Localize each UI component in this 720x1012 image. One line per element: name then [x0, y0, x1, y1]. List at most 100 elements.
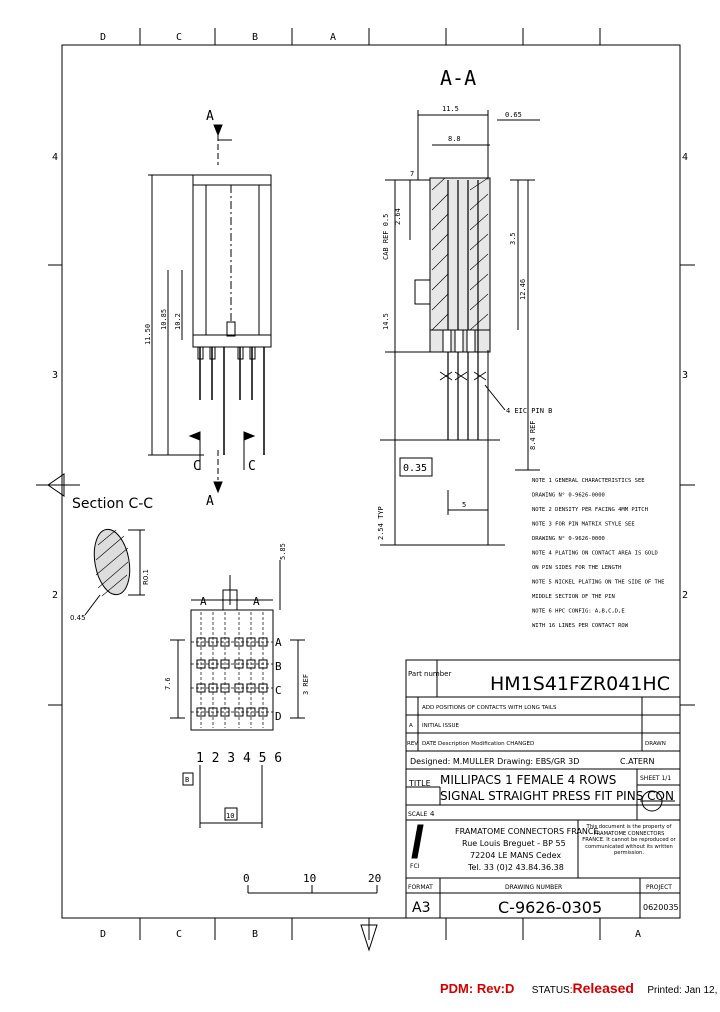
pin-contact — [234, 637, 244, 647]
border-top-label: D — [100, 32, 106, 43]
pin-contact — [234, 659, 244, 669]
company-address-2: 72204 LE MANS Cedex — [470, 851, 561, 860]
drawing-number-label: DRAWING NUMBER — [505, 884, 562, 891]
section-aa-title: A-A — [440, 66, 476, 90]
part-number-label: Part number — [408, 670, 451, 678]
status-value: Released — [572, 980, 634, 996]
note-line: MIDDLE SECTION OF THE PIN — [532, 594, 615, 600]
pin-contact — [246, 707, 256, 717]
border-bottom-label: D — [100, 929, 106, 940]
project-label: PROJECT — [646, 884, 672, 891]
section-a-label-bottom: A — [206, 494, 214, 509]
aa-dim: 0.65 — [505, 111, 522, 119]
section-a-label-top: A — [206, 109, 214, 124]
border-right-label: 2 — [682, 590, 688, 601]
pin-contact — [246, 637, 256, 647]
pin-contact — [208, 637, 218, 647]
scale-bar — [247, 885, 378, 894]
bottom-view — [170, 560, 305, 828]
bottom-row-letter-c: C — [275, 684, 282, 697]
scale-tick-20: 20 — [368, 872, 381, 885]
pin-contact — [208, 707, 218, 717]
title-line-2: SIGNAL STRAIGHT PRESS FIT PINS CON — [440, 789, 674, 803]
format-value: A3 — [412, 900, 430, 916]
note-line: DRAWING N° 0-9626-0000 — [532, 536, 605, 542]
aa-dim-boxed: 0.35 — [403, 463, 427, 474]
section-cc-view — [84, 528, 145, 616]
confidentiality-note: This document is the property of FRAMATO… — [582, 824, 676, 857]
format-label: FORMAT — [408, 884, 433, 891]
aa-dim: 14.5 — [382, 313, 390, 330]
aa-dim: 7 — [410, 170, 414, 178]
title-prefix: TITLE — [408, 779, 431, 788]
note-line: NOTE 5 NICKEL PLATING ON THE SIDE OF THE — [532, 580, 664, 586]
note-line: WITH 16 LINES PER CONTACT ROW — [532, 623, 629, 629]
pin-grid — [196, 637, 268, 717]
revision-header: REV — [407, 741, 418, 747]
border-right-label: 3 — [682, 370, 688, 381]
pin-contact — [196, 659, 206, 669]
pin-contact — [208, 659, 218, 669]
logo-text: FCI — [410, 863, 420, 870]
note-line: ON PIN SIDES FOR THE LENGTH — [532, 565, 621, 571]
aa-dim: 12.46 — [519, 279, 527, 300]
pin-contact — [234, 683, 244, 693]
company-phone: Tel. 33 (0)2 43.84.36.38 — [467, 863, 564, 872]
aa-dim: 2.64 — [394, 208, 402, 225]
pin-contact — [234, 707, 244, 717]
aa-dim: 8.4 REF — [529, 420, 537, 450]
part-number: HM1S41FZR041HC — [490, 673, 670, 695]
pin-contact — [220, 683, 230, 693]
sheet-number: SHEET 1/1 — [640, 775, 671, 782]
note-line: NOTE 3 FOR PIN MATRIX STYLE SEE — [532, 522, 635, 528]
border-bottom-label: B — [252, 929, 258, 940]
notes-block: NOTE 1 GENERAL CHARACTERISTICS SEE DRAWI… — [532, 478, 664, 629]
pdm-revision: PDM: Rev:D — [440, 981, 515, 996]
aa-dim: 11.5 — [442, 105, 459, 113]
pin-contact — [246, 683, 256, 693]
pin-contact — [258, 707, 268, 717]
aa-dim: 2.54 TYP — [377, 506, 385, 540]
bottom-marker: B — [185, 776, 189, 784]
drawing-number: C-9626-0305 — [498, 898, 602, 917]
bottom-dim: 10 — [226, 812, 234, 820]
bottom-dim: 5.85 — [279, 543, 287, 560]
front-dim: 10.85 — [160, 309, 168, 330]
pin-contact — [196, 683, 206, 693]
design-line: Designed: M.MULLER Drawing: EBS/GR 3D — [410, 757, 579, 766]
scale-tick-10: 10 — [303, 872, 316, 885]
section-aa-view — [380, 110, 540, 546]
bottom-pin-numbers: 1 2 3 4 5 6 — [196, 751, 282, 766]
scale-tick-0: 0 — [243, 872, 250, 885]
border-right-label: 4 — [682, 152, 688, 163]
aa-dim: CAB REF 0.5 — [382, 214, 390, 260]
bottom-col-label: A — [253, 595, 260, 608]
revision-header-text: DATE Description Modification CHANGED — [422, 741, 534, 747]
bottom-row-letter-a: A — [275, 636, 282, 649]
note-line: NOTE 1 GENERAL CHARACTERISTICS SEE — [532, 478, 645, 484]
printed-date: Printed: Jan 12, 2004 — [647, 985, 720, 996]
title-line-1: MILLIPACS 1 FEMALE 4 ROWS — [440, 773, 616, 787]
pin-contact — [220, 637, 230, 647]
pin-contact — [196, 707, 206, 717]
section-cc-title: Section C-C — [72, 496, 153, 512]
cc-dim: 0.45 — [70, 614, 86, 622]
bottom-col-label: A — [200, 595, 207, 608]
revision-by: DRAWN — [645, 741, 666, 747]
border-bottom-label: C — [176, 929, 182, 940]
aa-dim: 8.8 — [448, 135, 461, 143]
pin-contact — [208, 683, 218, 693]
status-footer: PDM: Rev:D STATUS:Released Printed: Jan … — [440, 980, 720, 1004]
border-left-label: 3 — [52, 370, 58, 381]
revision-rev: A — [409, 723, 413, 729]
centering-arrow-bottom — [360, 924, 378, 952]
scale-value: 4 — [430, 810, 435, 818]
pin-contact — [246, 659, 256, 669]
title-block — [405, 659, 681, 919]
status-field: STATUS:Released — [531, 980, 634, 996]
cut-label-left: C — [193, 459, 201, 474]
border-left-label: 2 — [52, 590, 58, 601]
pin-contact — [258, 683, 268, 693]
note-line: DRAWING N° 0-9626-0000 — [532, 493, 605, 499]
pin-contact — [258, 637, 268, 647]
